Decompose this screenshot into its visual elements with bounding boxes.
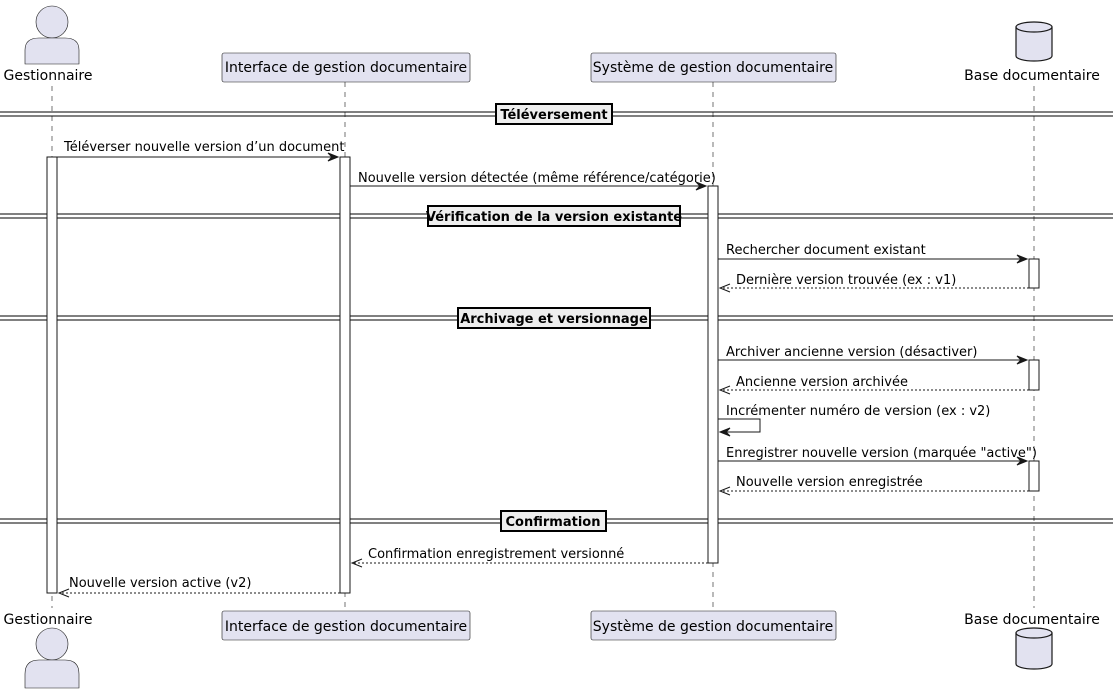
- message-4: Dernière version trouvée (ex : v1): [718, 273, 1029, 293]
- message-4-label: Dernière version trouvée (ex : v1): [736, 273, 956, 288]
- divider-confirmation-label: Confirmation: [506, 515, 601, 530]
- participant-systeme-bottom: Système de gestion documentaire: [590, 610, 837, 641]
- message-1: Téléverser nouvelle version d’un documen…: [57, 140, 344, 162]
- message-10: Confirmation enregistrement versionné: [350, 547, 708, 568]
- message-3-label: Rechercher document existant: [726, 243, 926, 258]
- divider-verification-label: Vérification de la version existante: [426, 210, 682, 225]
- message-6: Ancienne version archivée: [718, 375, 1029, 395]
- activation-base-2: [1028, 359, 1040, 391]
- activation-interface: [339, 156, 351, 594]
- actor-gestionnaire-bottom: Gestionnaire: [4, 612, 93, 689]
- participant-base-bottom-label: Base documentaire: [964, 612, 1100, 628]
- activation-base-1: [1028, 258, 1040, 289]
- activation-systeme: [707, 185, 719, 564]
- activation-gestionnaire: [46, 156, 58, 594]
- message-8-label: Enregistrer nouvelle version (marquée "a…: [726, 446, 1037, 461]
- message-2: Nouvelle version détectée (même référenc…: [350, 171, 716, 191]
- database-base-top: Base documentaire: [964, 21, 1100, 84]
- actor-gestionnaire-top: Gestionnaire: [4, 5, 93, 84]
- message-11-label: Nouvelle version active (v2): [69, 576, 251, 591]
- message-9: Nouvelle version enregistrée: [718, 475, 1029, 496]
- database-icon: [1015, 627, 1053, 670]
- divider-archivage: Archivage et versionnage: [0, 307, 1113, 329]
- participant-systeme-bottom-label: Système de gestion documentaire: [593, 619, 833, 635]
- participant-systeme-top: Système de gestion documentaire: [590, 52, 837, 83]
- participant-interface-top-label: Interface de gestion documentaire: [225, 60, 467, 76]
- message-7-label: Incrémenter numéro de version (ex : v2): [726, 404, 990, 419]
- actor-head-icon: [35, 627, 69, 661]
- message-10-label: Confirmation enregistrement versionné: [368, 547, 624, 562]
- participant-gestionnaire-top-label: Gestionnaire: [4, 68, 93, 84]
- message-5: Archiver ancienne version (désactiver): [718, 345, 1029, 365]
- message-1-label: Téléverser nouvelle version d’un documen…: [63, 140, 344, 155]
- actor-head-icon: [35, 5, 69, 39]
- participant-systeme-top-label: Système de gestion documentaire: [593, 60, 833, 76]
- actor-body-icon: [24, 659, 80, 689]
- message-11: Nouvelle version active (v2): [57, 576, 340, 598]
- message-2-label: Nouvelle version détectée (même référenc…: [358, 171, 716, 186]
- message-8: Enregistrer nouvelle version (marquée "a…: [718, 446, 1037, 466]
- divider-archivage-label: Archivage et versionnage: [460, 312, 648, 327]
- message-3: Rechercher document existant: [718, 243, 1029, 264]
- message-9-label: Nouvelle version enregistrée: [736, 475, 923, 490]
- divider-confirmation: Confirmation: [0, 510, 1113, 532]
- divider-televersement-label: Téléversement: [500, 108, 607, 123]
- message-6-label: Ancienne version archivée: [736, 375, 908, 390]
- actor-body-icon: [24, 37, 80, 65]
- participant-interface-top: Interface de gestion documentaire: [221, 52, 471, 83]
- participant-interface-bottom-label: Interface de gestion documentaire: [225, 619, 467, 635]
- message-7-self: Incrémenter numéro de version (ex : v2): [718, 404, 990, 437]
- database-base-bottom: Base documentaire: [964, 612, 1100, 670]
- participant-base-top-label: Base documentaire: [964, 68, 1100, 84]
- activation-base-3: [1028, 460, 1040, 492]
- divider-verification: Vérification de la version existante: [0, 205, 1113, 227]
- message-5-label: Archiver ancienne version (désactiver): [726, 345, 977, 360]
- divider-televersement: Téléversement: [0, 103, 1113, 125]
- participant-gestionnaire-bottom-label: Gestionnaire: [4, 612, 93, 628]
- participant-interface-bottom: Interface de gestion documentaire: [221, 610, 471, 641]
